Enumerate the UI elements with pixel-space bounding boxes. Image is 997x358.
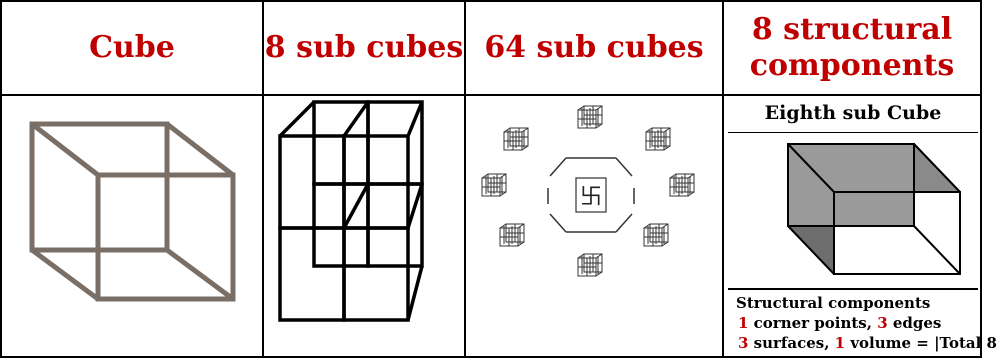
header-8-structural-components: 8 structural components [722,0,982,96]
image-row: 卐 Eighth sub Cube [0,94,997,358]
surfaces-label: surfaces, [748,334,835,352]
eight-sub-cubes-image [278,100,424,322]
panel-divider [728,288,978,290]
components-line-1: 1 corner points, 3 edges [738,314,941,332]
shaded-cube-image [787,143,961,275]
corner-points-count: 1 [738,314,749,332]
eighth-sub-cube-cell: Eighth sub Cube [722,94,997,358]
octagon-brackets [547,157,635,233]
sixty-four-sub-cubes-image: 卐 [481,105,695,277]
mini-cube-icon [643,223,669,247]
mini-cube-icon [481,173,507,197]
mini-cube-icon [577,253,603,277]
volume-label: volume = |Total 8 [845,334,997,352]
edges-count: 3 [877,314,888,332]
surfaces-count: 3 [738,334,749,352]
panel-title: Eighth sub Cube [728,98,978,133]
mini-cube-icon [577,105,603,129]
mini-cube-icon [645,127,671,151]
mini-cube-icon [503,127,529,151]
volume-count: 1 [834,334,846,352]
header-row: Cube 8 sub cubes 64 sub cubes 8 structur… [0,0,982,96]
eight-sub-cubes-cell [262,94,466,358]
components-line-2: 3 surfaces, 1 volume = |Total 8 [738,334,997,352]
cube-wireframe-image [29,121,236,302]
edges-label: edges [887,314,942,332]
header-8-sub-cubes: 8 sub cubes [262,0,466,96]
header-cube: Cube [0,0,264,96]
header-64-sub-cubes: 64 sub cubes [464,0,724,96]
mini-cube-icon [669,173,695,197]
corner-points-label: corner points, [748,314,878,332]
structural-components-title: Structural components [736,294,931,312]
center-glyph: 卐 [580,185,602,210]
mini-cube-icon [499,223,525,247]
eighth-sub-cube-panel: Eighth sub Cube [728,98,997,356]
cube-cell [0,94,264,358]
sixty-four-sub-cubes-cell: 卐 [464,94,724,358]
